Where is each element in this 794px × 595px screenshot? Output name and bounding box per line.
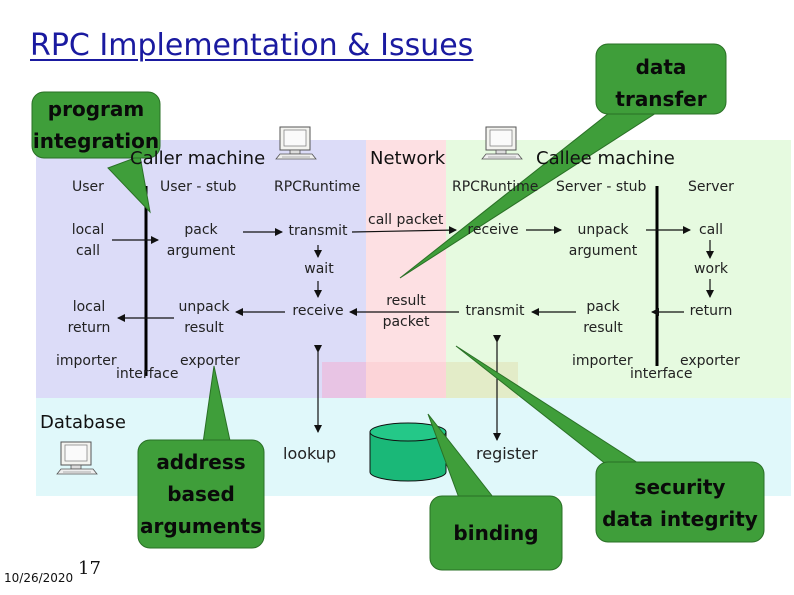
step-receive-caller: receive xyxy=(292,303,344,319)
callee-interface: interface xyxy=(630,366,693,382)
computer-icon xyxy=(56,441,98,475)
page-title: RPC Implementation & Issues xyxy=(30,28,474,63)
callee-importer: importer xyxy=(572,353,633,369)
callout-binding xyxy=(427,413,563,571)
computer-icon xyxy=(275,126,317,160)
caller-region xyxy=(36,140,366,398)
caller-interface: interface xyxy=(116,366,179,382)
step-call: call xyxy=(698,222,724,238)
network-heading: Network xyxy=(370,148,446,169)
step-wait: wait xyxy=(304,261,334,277)
database-cylinder-icon xyxy=(369,422,447,482)
network-interface-strip xyxy=(366,362,446,398)
network-region xyxy=(366,140,446,398)
caller-interface-strip xyxy=(322,362,366,398)
column-user-stub: User - stub xyxy=(160,179,237,195)
step-receive-callee: receive xyxy=(467,222,519,238)
step-work: work xyxy=(694,261,728,277)
caller-machine-heading: Caller machine xyxy=(130,148,266,169)
step-lookup: lookup xyxy=(283,444,337,463)
callout-program-integration xyxy=(31,91,161,214)
callee-region xyxy=(446,140,791,398)
callout-address-based-arguments xyxy=(137,365,265,549)
step-transmit-callee: transmit xyxy=(465,303,525,319)
footer-page-number: 17 xyxy=(78,558,101,579)
callout-data-transfer xyxy=(399,43,727,279)
footer-date: 10/26/2020 xyxy=(4,571,74,585)
callout-binding-text: binding xyxy=(453,521,539,545)
computer-icon xyxy=(481,126,523,160)
step-call-packet: call packet xyxy=(368,212,444,228)
column-server: Server xyxy=(688,179,734,195)
step-register: register xyxy=(476,444,538,463)
caller-exporter: exporter xyxy=(180,353,240,369)
column-rpc-runtime-callee: RPCRuntime xyxy=(452,179,539,195)
caller-importer: importer xyxy=(56,353,117,369)
column-user: User xyxy=(72,179,104,195)
callee-machine-heading: Callee machine xyxy=(536,148,675,169)
column-server-stub: Server - stub xyxy=(556,179,647,195)
column-rpc-runtime-caller: RPCRuntime xyxy=(274,179,361,195)
database-heading: Database xyxy=(40,412,126,433)
step-return: return xyxy=(689,303,733,319)
callout-security-data-integrity xyxy=(455,345,765,543)
step-transmit-caller: transmit xyxy=(288,223,348,239)
callee-exporter: exporter xyxy=(680,353,740,369)
